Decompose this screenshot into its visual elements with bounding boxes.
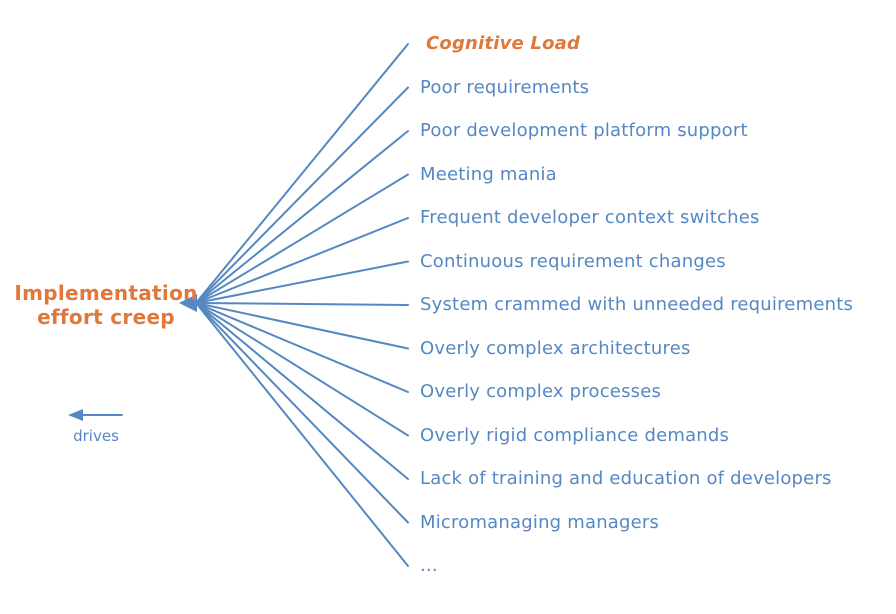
cause-label: ... <box>420 555 438 576</box>
fan-lines-group <box>195 43 409 567</box>
convergence-arrowhead-icon <box>179 294 197 312</box>
fan-line <box>195 130 409 304</box>
fan-line <box>195 302 409 306</box>
cause-label: Overly complex processes <box>420 381 662 402</box>
cause-label: Micromanaging managers <box>420 511 660 533</box>
drives-arrow-icon <box>68 409 123 421</box>
fan-line <box>195 302 409 350</box>
cause-label: Frequent developer context switches <box>420 207 760 228</box>
fan-line <box>195 260 409 304</box>
drives-relation-label: drives <box>73 427 119 445</box>
fan-line <box>195 43 409 304</box>
fan-line <box>195 302 409 437</box>
cause-label: Continuous requirement changes <box>420 250 726 272</box>
cause-label: Poor requirements <box>420 76 590 98</box>
fan-line <box>195 302 409 567</box>
effect-title-line-1: Implementation <box>14 281 198 305</box>
fan-line <box>195 86 409 304</box>
cause-label: Overly complex architectures <box>420 337 691 359</box>
fan-line <box>195 302 409 393</box>
effect-title: Implementation effort creep <box>0 281 212 329</box>
fan-line <box>195 217 409 304</box>
fan-line <box>195 302 409 480</box>
cause-label: System crammed with unneeded requirement… <box>420 294 854 315</box>
cause-label-highlighted: Cognitive Load <box>426 33 581 54</box>
effect-title-line-2: effort creep <box>37 305 175 329</box>
cause-label: Poor development platform support <box>420 120 748 141</box>
cause-label: Meeting mania <box>420 163 557 185</box>
fan-line <box>195 173 409 304</box>
cause-label: Lack of training and education of develo… <box>420 468 832 489</box>
cause-label: Overly rigid compliance demands <box>420 424 730 446</box>
fan-line <box>195 302 409 524</box>
